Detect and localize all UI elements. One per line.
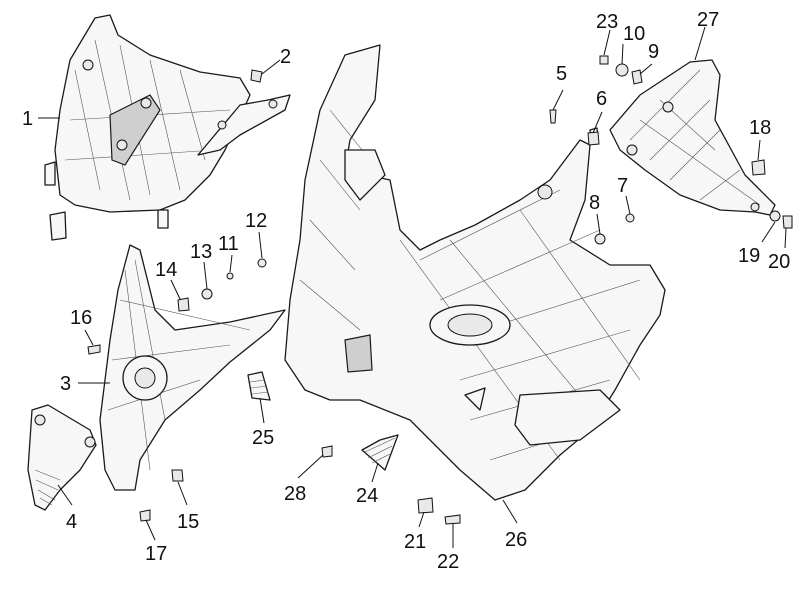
callout-26: 26: [505, 529, 527, 551]
callout-16: 16: [70, 307, 92, 329]
part-fitting-9: [631, 69, 643, 85]
callout-21: 21: [404, 531, 426, 553]
part-screw-28: [321, 445, 333, 458]
callout-5: 5: [556, 63, 567, 85]
callout-2: 2: [280, 46, 291, 68]
callout-3: 3: [60, 373, 71, 395]
callout-27: 27: [697, 9, 719, 31]
part-screw-5: [549, 109, 557, 124]
callout-24: 24: [356, 485, 378, 507]
callout-labels: 1 2 3 4 5 6 7 8 9 10 11 12 13 14 15 16 1…: [22, 9, 790, 573]
callout-14: 14: [155, 259, 177, 281]
callout-25: 25: [252, 427, 274, 449]
part-washer-13: [201, 288, 213, 300]
callout-13: 13: [190, 241, 212, 263]
part-clip-18: [751, 159, 766, 176]
callout-12: 12: [245, 210, 267, 232]
part-clip-15: [171, 469, 184, 482]
part-washer-8: [594, 233, 606, 245]
part-washer-19: [769, 210, 781, 222]
callout-19: 19: [738, 245, 760, 267]
callout-18: 18: [749, 117, 771, 139]
part-leg-shield-body: [284, 44, 666, 501]
callout-8: 8: [589, 192, 600, 214]
callout-22: 22: [437, 551, 459, 573]
part-screw-16: [87, 344, 101, 355]
callout-20: 20: [768, 251, 790, 273]
part-screw-23: [599, 55, 609, 65]
callout-28: 28: [284, 483, 306, 505]
part-clip-21: [417, 497, 434, 514]
callout-7: 7: [617, 175, 628, 197]
part-nut-11: [226, 272, 234, 280]
callout-4: 4: [66, 511, 77, 533]
part-screw-22: [444, 514, 461, 525]
hardware-parts: [87, 55, 793, 525]
part-ring-12: [257, 258, 267, 268]
leader-lines: [38, 26, 787, 548]
callout-11: 11: [218, 233, 239, 255]
callout-1: 1: [22, 108, 33, 130]
part-nut-7: [625, 213, 635, 223]
part-screw-17: [139, 509, 151, 522]
callout-17: 17: [145, 543, 167, 565]
callout-6: 6: [596, 88, 607, 110]
part-front-center-cover: [99, 244, 286, 491]
callout-23: 23: [596, 11, 618, 33]
part-clip-6: [587, 131, 600, 146]
callout-9: 9: [648, 41, 659, 63]
part-screw-20: [782, 215, 793, 229]
part-upper-front-panel: [44, 14, 291, 241]
part-lower-inner-panel: [27, 404, 97, 511]
part-screw-2: [250, 69, 263, 83]
callout-15: 15: [177, 511, 199, 533]
part-washer-10: [615, 63, 629, 77]
part-side-panel-right: [609, 59, 776, 216]
part-grille-24: [361, 434, 399, 471]
part-grille-25: [247, 371, 271, 401]
callout-10: 10: [623, 23, 645, 45]
part-clip-14: [177, 297, 190, 312]
